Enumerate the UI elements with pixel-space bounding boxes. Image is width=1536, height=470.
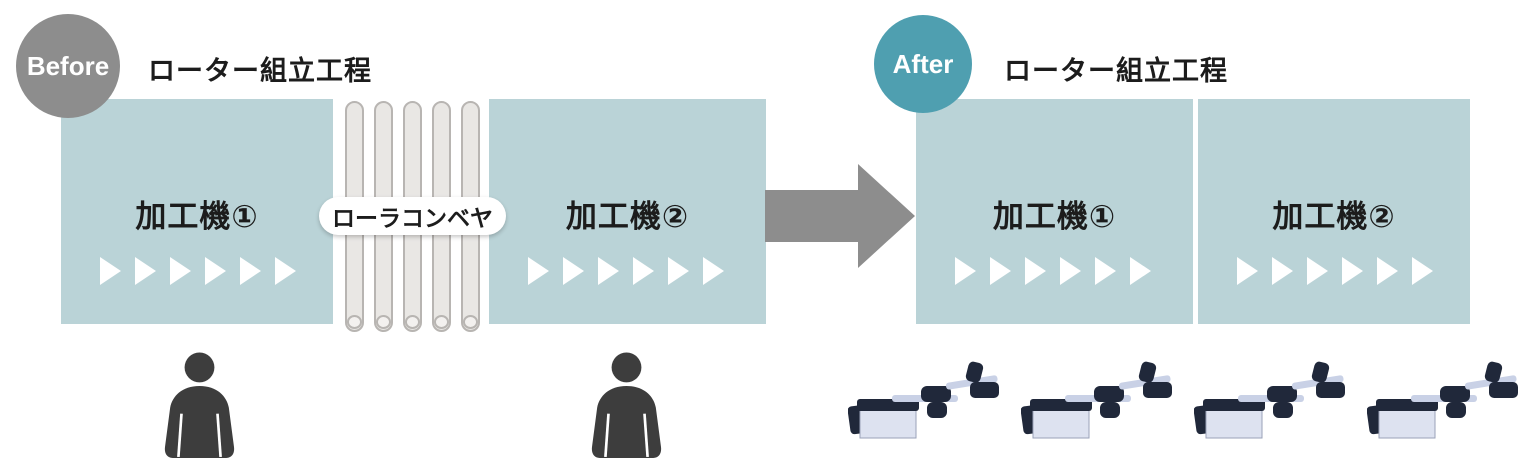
flow-arrow-icon bbox=[1237, 257, 1258, 285]
before-badge: Before bbox=[16, 14, 120, 118]
flow-arrow-icon bbox=[528, 257, 549, 285]
worker-icon bbox=[163, 352, 236, 460]
flow-arrow-icon bbox=[205, 257, 226, 285]
before-machine-1-box: 加工機① bbox=[61, 99, 333, 324]
before-machine-2-label: 加工機② bbox=[565, 199, 690, 234]
after-machine-2-box: 加工機② bbox=[1198, 99, 1470, 324]
before-machine-2-box: 加工機② bbox=[489, 99, 766, 324]
roller-conveyor-label: ローラコンベヤ bbox=[319, 197, 506, 235]
flow-arrow-icon bbox=[1060, 257, 1081, 285]
robot-arm-icon bbox=[1366, 358, 1519, 440]
before-workers bbox=[163, 352, 663, 460]
after-machine-1-label: 加工機① bbox=[992, 199, 1117, 234]
flow-arrow-icon bbox=[703, 257, 724, 285]
after-machine-2-flow-arrows bbox=[1237, 257, 1433, 285]
flow-arrow-icon bbox=[633, 257, 654, 285]
flow-arrow-icon bbox=[170, 257, 191, 285]
flow-arrow-icon bbox=[275, 257, 296, 285]
robot-arm-icon bbox=[1193, 358, 1346, 440]
robot-arm-icon bbox=[1020, 358, 1173, 440]
before-after-arrow-icon bbox=[765, 164, 915, 268]
flow-arrow-icon bbox=[100, 257, 121, 285]
after-machine-1-flow-arrows bbox=[955, 257, 1151, 285]
after-title: ローター組立工程 bbox=[1004, 56, 1228, 86]
after-machine-1-box: 加工機① bbox=[916, 99, 1193, 324]
after-robots bbox=[847, 358, 1519, 440]
before-title: ローター組立工程 bbox=[148, 56, 372, 86]
after-machine-2-label: 加工機② bbox=[1272, 199, 1396, 234]
flow-arrow-icon bbox=[955, 257, 976, 285]
robot-arm-icon bbox=[847, 358, 1000, 440]
flow-arrow-icon bbox=[1377, 257, 1398, 285]
flow-arrow-icon bbox=[1025, 257, 1046, 285]
before-machine-1-label: 加工機① bbox=[135, 199, 259, 234]
flow-arrow-icon bbox=[1095, 257, 1116, 285]
after-badge: After bbox=[874, 15, 972, 113]
flow-arrow-icon bbox=[1130, 257, 1151, 285]
flow-arrow-icon bbox=[668, 257, 689, 285]
flow-arrow-icon bbox=[135, 257, 156, 285]
flow-arrow-icon bbox=[1342, 257, 1363, 285]
flow-arrow-icon bbox=[1412, 257, 1433, 285]
flow-arrow-icon bbox=[598, 257, 619, 285]
worker-icon bbox=[590, 352, 663, 460]
flow-arrow-icon bbox=[990, 257, 1011, 285]
flow-arrow-icon bbox=[563, 257, 584, 285]
before-machine-2-flow-arrows bbox=[528, 257, 724, 285]
flow-arrow-icon bbox=[1272, 257, 1293, 285]
before-machine-1-flow-arrows bbox=[100, 257, 296, 285]
flow-arrow-icon bbox=[1307, 257, 1328, 285]
flow-arrow-icon bbox=[240, 257, 261, 285]
